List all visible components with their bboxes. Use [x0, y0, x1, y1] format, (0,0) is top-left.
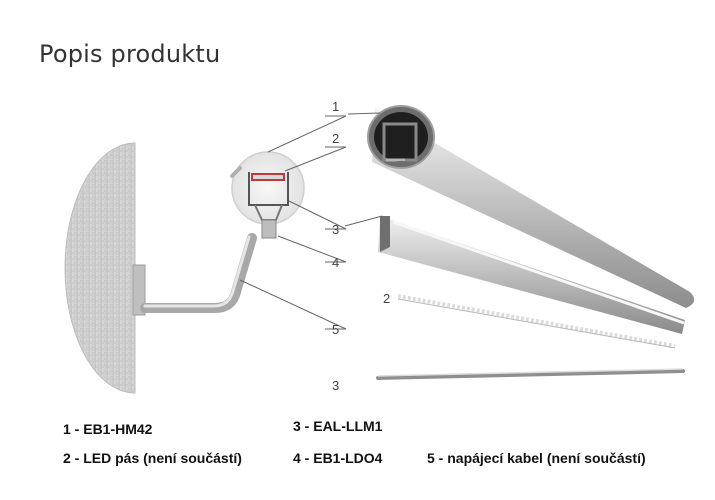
callout-2-strip: 2 — [383, 291, 390, 306]
legend-item-1: 1 - EB1-HM42 — [63, 421, 153, 437]
diffuser-rod — [376, 369, 685, 380]
led-strip — [397, 294, 676, 348]
callout-3-rod: 3 — [332, 378, 339, 393]
callout-2: 2 — [332, 131, 339, 146]
bracket-arm — [140, 233, 257, 313]
wall-illustration — [64, 142, 136, 394]
callout-5: 5 — [332, 322, 339, 337]
callout-4: 4 — [332, 255, 339, 270]
page-title: Popis produktu — [39, 40, 221, 68]
wall-flange — [132, 264, 146, 316]
legend-item-4: 4 - EB1-LDO4 — [293, 450, 383, 466]
legend-item-5: 5 - napájecí kabel (není součástí) — [427, 450, 646, 466]
leader-lines — [239, 112, 383, 330]
led-profile — [378, 216, 685, 334]
legend-item-2: 2 - LED pás (není součástí) — [63, 450, 242, 466]
zoom-detail — [231, 151, 305, 225]
handrail-tube — [372, 108, 695, 308]
legend-item-3: 3 - EAL-LLM1 — [293, 418, 383, 434]
callout-1: 1 — [332, 99, 339, 114]
callout-3: 3 — [332, 222, 339, 237]
